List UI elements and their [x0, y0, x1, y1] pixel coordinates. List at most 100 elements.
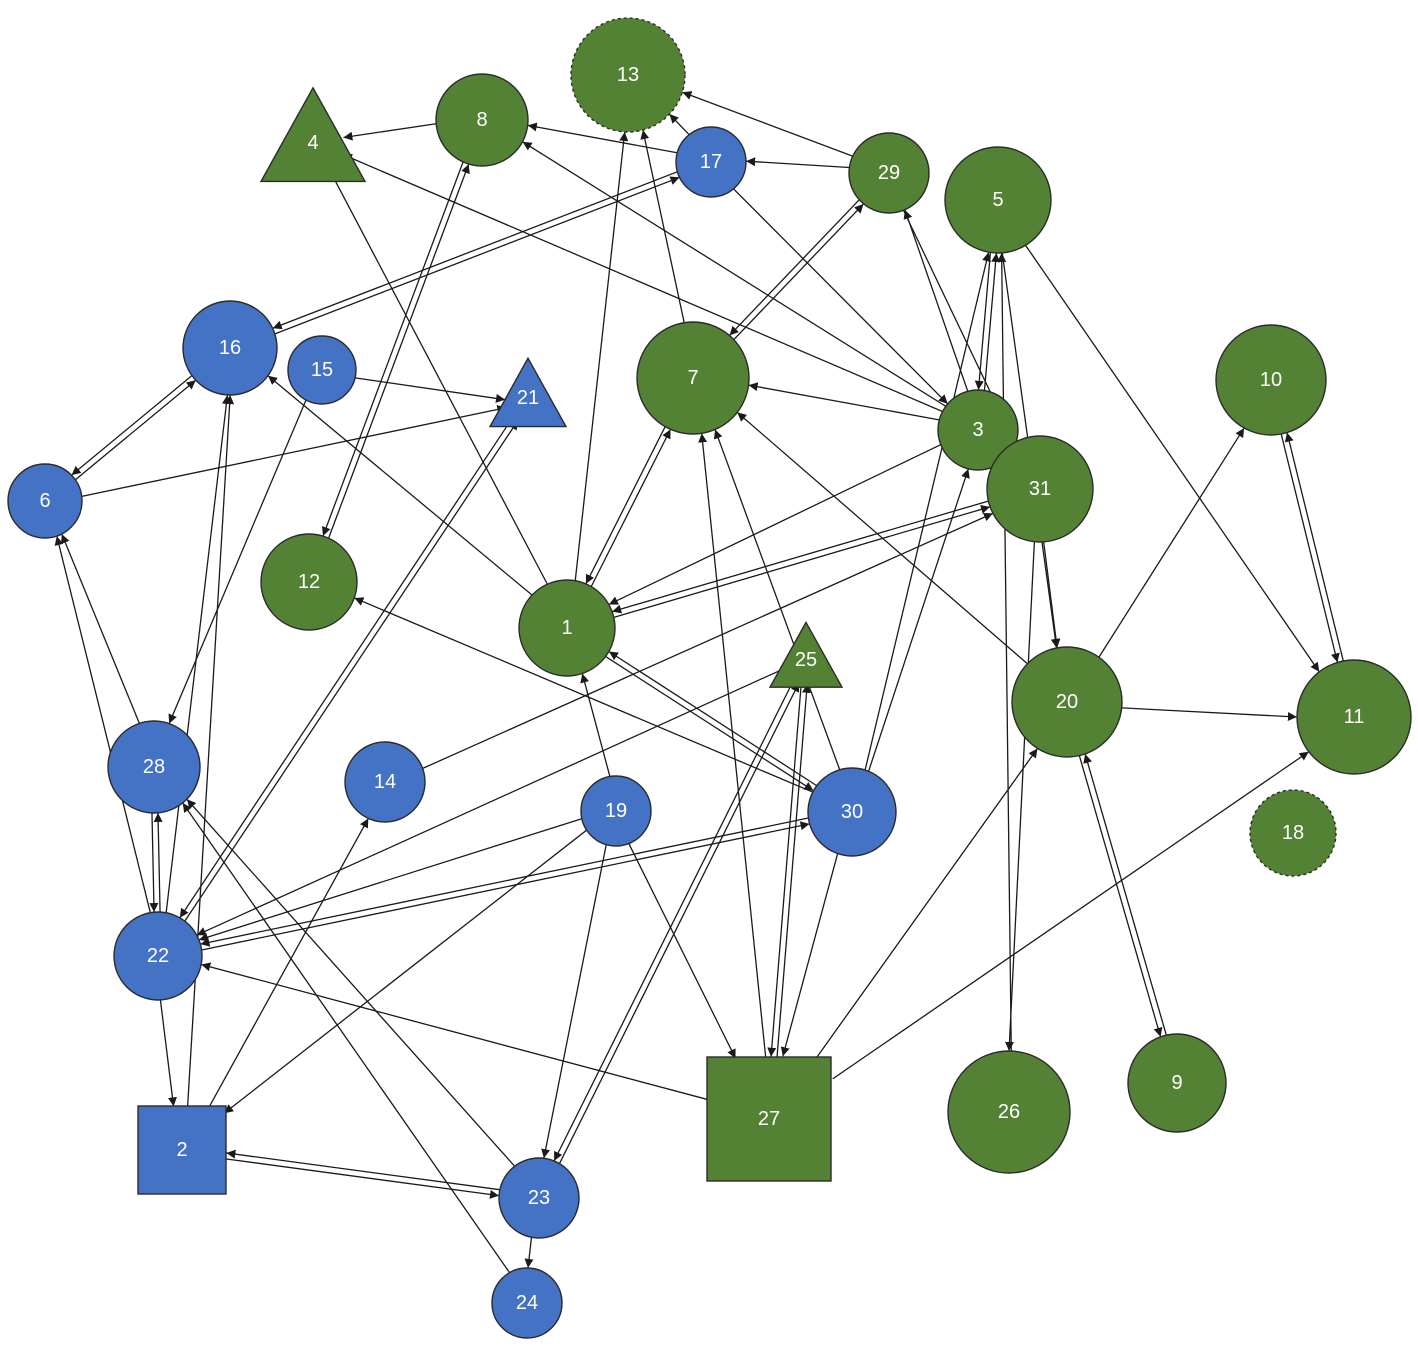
edge-7-to-29 [733, 203, 864, 341]
node-16[interactable]: 16 [182, 300, 278, 396]
edge-25-to-22 [196, 667, 786, 936]
edge-10-to-11 [1280, 433, 1340, 663]
node-14-label: 14 [374, 771, 396, 793]
node-3-circle [937, 389, 1019, 471]
edge-29-to-13 [682, 91, 853, 157]
edge-16-to-17 [274, 176, 680, 335]
node-8[interactable]: 8 [435, 73, 529, 167]
edge-19-to-1 [580, 673, 611, 777]
edge-30-to-7 [713, 429, 841, 770]
node-1[interactable]: 1 [518, 579, 616, 677]
node-31-circle [986, 435, 1094, 543]
edge-8-to-12 [321, 161, 464, 537]
node-7[interactable]: 7 [636, 321, 750, 435]
node-20-label: 20 [1056, 691, 1078, 713]
node-18[interactable]: 18 [1249, 789, 1337, 877]
edge-11-to-10 [1284, 432, 1344, 662]
node-5-label: 5 [992, 189, 1003, 211]
node-17-label: 17 [700, 151, 722, 173]
node-5[interactable]: 5 [944, 146, 1052, 254]
edge-7-to-13 [640, 129, 685, 323]
node-11[interactable]: 11 [1296, 659, 1412, 775]
node-21[interactable]: 21 [488, 356, 568, 428]
edge-23-to-24 [524, 1237, 534, 1268]
node-28[interactable]: 28 [107, 720, 201, 814]
node-10[interactable]: 10 [1215, 324, 1327, 436]
node-11-circle [1296, 659, 1412, 775]
node-3-label: 3 [972, 419, 983, 441]
edge-9-to-20 [1083, 753, 1167, 1036]
node-26[interactable]: 26 [947, 1050, 1071, 1174]
node-21-triangle [488, 356, 568, 428]
node-19[interactable]: 19 [580, 775, 652, 847]
edge-22-to-16 [165, 394, 231, 913]
edge-14-to-31 [422, 512, 994, 769]
node-20[interactable]: 20 [1011, 646, 1123, 758]
node-16-circle [182, 300, 278, 396]
edge-29-to-7 [729, 199, 860, 336]
node-13[interactable]: 13 [570, 17, 686, 133]
node-29-circle [848, 132, 930, 214]
edge-19-to-23 [541, 844, 607, 1159]
node-23-circle [498, 1157, 580, 1239]
node-30[interactable]: 30 [807, 767, 897, 857]
node-29[interactable]: 29 [848, 132, 930, 214]
edge-17-to-3 [733, 188, 949, 405]
edge-27-to-7 [698, 433, 767, 1057]
node-19-circle [580, 775, 652, 847]
edge-28-to-22 [149, 813, 159, 913]
edge-22-to-21 [184, 420, 519, 922]
node-11-label: 11 [1344, 706, 1365, 728]
edge-27-to-11 [832, 751, 1310, 1080]
edge-6-to-16 [75, 379, 197, 481]
node-6[interactable]: 6 [7, 463, 83, 539]
node-12-label: 12 [298, 571, 320, 593]
node-22-label: 22 [147, 945, 169, 967]
node-2[interactable]: 2 [137, 1105, 227, 1195]
node-27-square [706, 1056, 832, 1182]
node-1-label: 1 [561, 617, 572, 639]
edge-20-to-7 [736, 411, 1028, 665]
edge-19-to-22 [198, 818, 582, 942]
edge-30-to-12 [354, 597, 813, 793]
node-2-square [137, 1105, 227, 1195]
edge-23-to-25 [558, 682, 800, 1164]
edge-23-to-2 [226, 1149, 500, 1191]
node-27-label: 27 [758, 1108, 780, 1130]
node-31[interactable]: 31 [986, 435, 1094, 543]
edge-3-to-1 [608, 444, 941, 606]
edge-28-to-6 [61, 533, 140, 724]
edge-15-to-28 [168, 399, 307, 724]
edge-20-to-11 [1121, 707, 1297, 722]
node-14[interactable]: 14 [344, 741, 426, 823]
edge-7-to-1 [585, 426, 666, 585]
node-25[interactable]: 25 [768, 620, 844, 688]
edge-17-to-13 [669, 113, 690, 136]
edge-1-to-31 [613, 505, 991, 618]
node-27[interactable]: 27 [706, 1056, 832, 1182]
edge-15-to-21 [355, 377, 506, 403]
node-15[interactable]: 15 [287, 335, 357, 405]
node-24[interactable]: 24 [491, 1267, 563, 1339]
edge-20-to-9 [1078, 755, 1163, 1037]
edge-1-to-4 [329, 170, 548, 585]
node-22[interactable]: 22 [113, 911, 203, 1001]
node-4[interactable]: 4 [259, 86, 367, 183]
node-23[interactable]: 23 [498, 1157, 580, 1239]
node-19-label: 19 [605, 800, 627, 822]
node-4-triangle [259, 86, 367, 183]
node-17[interactable]: 17 [675, 126, 747, 198]
node-12[interactable]: 12 [260, 533, 358, 631]
edge-2-to-14 [208, 818, 369, 1108]
node-23-label: 23 [528, 1187, 550, 1209]
edge-8-to-4 [343, 123, 437, 141]
node-3[interactable]: 3 [937, 389, 1019, 471]
node-31-label: 31 [1029, 478, 1051, 500]
node-9[interactable]: 9 [1127, 1033, 1227, 1133]
node-15-circle [287, 335, 357, 405]
node-16-label: 16 [219, 337, 241, 359]
node-5-circle [944, 146, 1052, 254]
edge-27-to-20 [815, 748, 1038, 1060]
edge-2-to-16 [186, 395, 235, 1107]
